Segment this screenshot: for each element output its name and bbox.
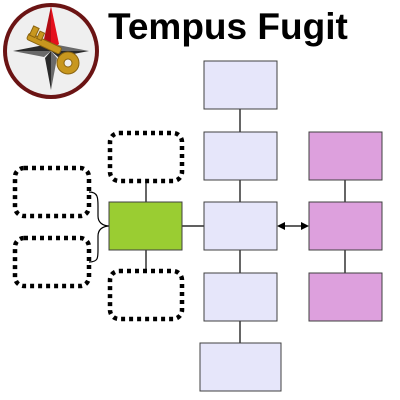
main-box-2[interactable] bbox=[203, 131, 278, 181]
dotted-box-left-lower[interactable] bbox=[12, 235, 92, 289]
main-column bbox=[199, 60, 282, 392]
main-box-1[interactable] bbox=[203, 60, 278, 110]
green-box[interactable] bbox=[108, 201, 183, 251]
main-box-4[interactable] bbox=[203, 272, 278, 322]
key-icon bbox=[26, 25, 80, 75]
dotted-box-bottom[interactable] bbox=[107, 268, 185, 322]
dotted-placeholders bbox=[12, 130, 185, 322]
logo bbox=[3, 3, 99, 99]
pink-box-1[interactable] bbox=[308, 131, 383, 181]
connector-bracket-left bbox=[88, 191, 111, 263]
pink-column bbox=[308, 131, 383, 322]
dotted-box-left-upper[interactable] bbox=[12, 165, 92, 219]
main-box-3[interactable] bbox=[203, 201, 278, 251]
pink-box-3[interactable] bbox=[308, 272, 383, 322]
pink-box-2[interactable] bbox=[308, 201, 383, 251]
compass-star-icon bbox=[13, 6, 89, 90]
page-title: Tempus Fugit bbox=[108, 6, 348, 47]
dotted-box-top[interactable] bbox=[107, 130, 185, 184]
main-box-5[interactable] bbox=[199, 342, 282, 392]
